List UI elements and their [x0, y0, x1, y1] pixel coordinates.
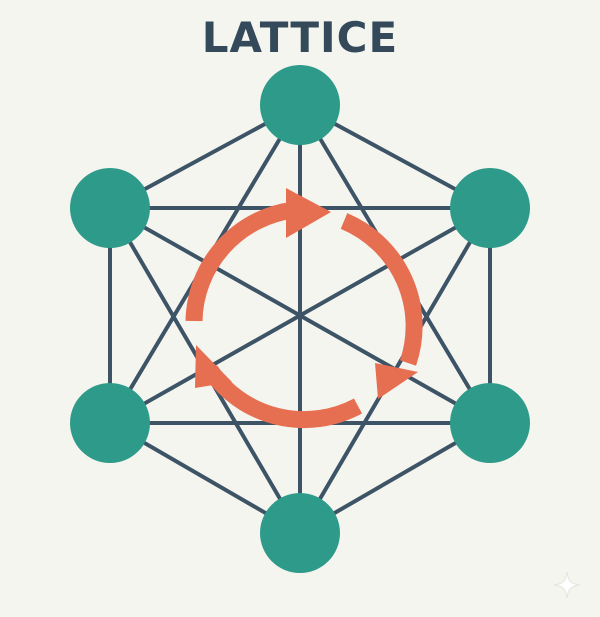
lattice-nodes	[70, 65, 530, 573]
edge	[108, 206, 492, 425]
cycle-arrowhead-top	[286, 188, 331, 238]
node-upper-left	[70, 168, 150, 248]
cycle-arrowhead-right	[375, 363, 418, 399]
cycle-arrowheads	[195, 188, 418, 399]
lattice-edges	[108, 103, 492, 535]
cycle-arc-right	[340, 213, 423, 366]
sparkle-icon	[553, 571, 581, 599]
lattice-title: LATTICE	[201, 13, 399, 62]
cycle-arc-bottom	[202, 365, 363, 429]
cycle-arc-top	[185, 201, 296, 322]
cycle-arrowhead-left	[195, 345, 232, 388]
node-upper-right	[450, 168, 530, 248]
circular-arrows-icon	[185, 201, 423, 429]
node-lower-left	[70, 383, 150, 463]
node-top	[260, 65, 340, 145]
node-bottom	[260, 493, 340, 573]
node-lower-right	[450, 383, 530, 463]
